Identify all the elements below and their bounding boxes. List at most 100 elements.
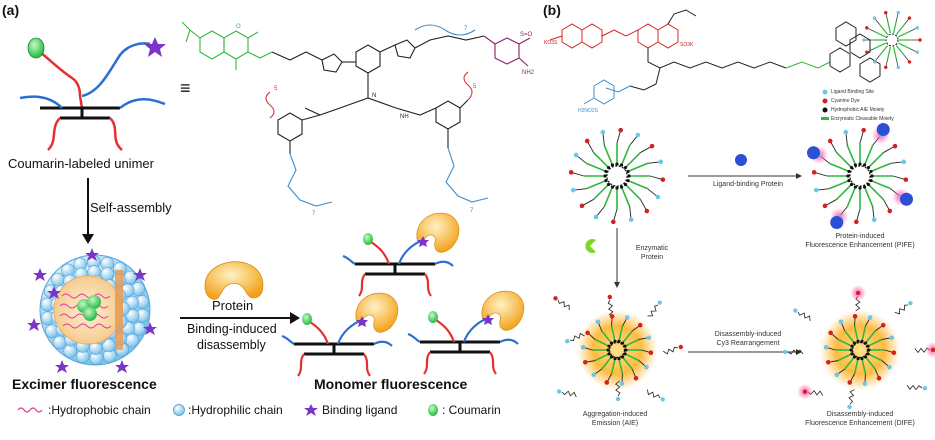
cyanine-dye bbox=[811, 170, 817, 175]
cyanine-dye bbox=[847, 380, 853, 385]
released-chain bbox=[556, 389, 577, 398]
ligand-site bbox=[901, 159, 907, 165]
chem-n7-top: 7 bbox=[464, 26, 468, 32]
chem-o: O bbox=[236, 24, 241, 30]
chem-n: N bbox=[372, 93, 376, 99]
enzyme-icon bbox=[585, 239, 596, 254]
cyanine-dye bbox=[891, 350, 897, 356]
released-unimer-2 bbox=[281, 292, 399, 377]
cyanine-dye bbox=[584, 138, 590, 144]
probe-label-ko3s-2: SO3K bbox=[680, 42, 694, 48]
ligand-site bbox=[591, 372, 597, 378]
cyanine-dye bbox=[568, 170, 574, 175]
released-chain bbox=[662, 344, 684, 355]
ligand-site bbox=[619, 381, 625, 386]
released-chain bbox=[906, 384, 928, 391]
bound-ligand bbox=[482, 314, 494, 325]
process-label-2: disassembly bbox=[197, 338, 266, 352]
ligand-site bbox=[871, 217, 877, 223]
pife-label-1: Protein-induced bbox=[835, 233, 885, 240]
bound-protein bbox=[355, 292, 399, 333]
cyanine-dye bbox=[861, 127, 866, 133]
chem-so2: S=O bbox=[520, 32, 533, 38]
cyanine-dye bbox=[582, 359, 588, 365]
released-chain bbox=[553, 296, 570, 311]
ligand-site bbox=[823, 344, 829, 350]
aie-label-1: Aggregation-induced bbox=[582, 411, 648, 418]
released-chain bbox=[793, 308, 811, 322]
micelle-bottom-right bbox=[820, 310, 900, 390]
legend-star-micelle bbox=[862, 11, 922, 69]
process-label-1: Binding-induced bbox=[187, 322, 277, 336]
pife-label-2: Fluorescence Enhancement (PIFE) bbox=[805, 242, 915, 249]
bound-ligand-protein bbox=[899, 192, 913, 206]
cyanine-dye bbox=[827, 138, 833, 144]
released-chain bbox=[647, 389, 665, 402]
cyanine-dye bbox=[876, 375, 882, 381]
cyanine-dye bbox=[892, 143, 898, 149]
bound-ligand bbox=[417, 236, 429, 247]
dife-label-2: Fluorescence Enhancement (DIFE) bbox=[805, 420, 915, 427]
ligand-site bbox=[889, 335, 895, 341]
cyanine-dye bbox=[604, 380, 610, 385]
unimer-label: Coumarin-labeled unimer bbox=[8, 156, 154, 171]
cyanine-dye bbox=[822, 203, 828, 209]
equiv-symbol: ≡ bbox=[180, 78, 191, 98]
chem-n7-right: 7 bbox=[470, 208, 474, 214]
legend-icons-b bbox=[821, 89, 829, 120]
protein-icon bbox=[204, 261, 264, 300]
legend-hydrophobic: :Hydrophobic chain bbox=[48, 403, 151, 417]
binding-ligand-icon bbox=[304, 404, 318, 416]
coumarin-marker bbox=[428, 311, 438, 323]
legend-b-cleavable: Enzymatic Cleavable Moiety bbox=[831, 116, 894, 122]
panel-a-graphics: 7 NH2 S=O 5 5 7 7 O N NH bbox=[17, 21, 535, 416]
self-assembly-label: Self-assembly bbox=[90, 200, 172, 215]
loose-chains bbox=[553, 285, 935, 410]
micelle-core bbox=[849, 165, 871, 187]
cyanine-dye bbox=[644, 208, 650, 214]
ligand-site bbox=[600, 129, 606, 135]
unimer-schematic bbox=[19, 37, 166, 151]
aie-label-2: Emission (AIE) bbox=[591, 420, 639, 427]
cyanine-dye bbox=[648, 350, 654, 356]
micelle-bottom-left bbox=[577, 310, 657, 390]
ligand-site bbox=[838, 319, 844, 325]
ligand-site bbox=[834, 372, 840, 378]
micelle-core bbox=[606, 165, 628, 187]
chem-n5-right: 5 bbox=[473, 84, 477, 90]
cyanine-dye bbox=[903, 177, 909, 182]
probe-label-ko3s-1: KO3S bbox=[544, 40, 558, 46]
legend-b-aie: Hydrophobic AIE Moiety bbox=[831, 107, 885, 113]
micelle-top-right bbox=[807, 123, 913, 229]
chem-nh2: NH2 bbox=[522, 70, 535, 76]
ligand-site bbox=[593, 214, 599, 220]
enzymatic-label-2: Protein bbox=[640, 254, 664, 261]
bound-protein bbox=[481, 290, 525, 331]
cyanine-dye bbox=[579, 203, 585, 209]
ligand-site bbox=[658, 159, 664, 165]
cyanine-dye bbox=[649, 143, 655, 149]
released-chain bbox=[914, 341, 935, 358]
released-unimers bbox=[281, 212, 525, 377]
cyanine-dye bbox=[637, 322, 643, 328]
micelle-top-left bbox=[568, 127, 666, 225]
cyanine-dye bbox=[660, 177, 666, 182]
legend-icons bbox=[17, 404, 438, 416]
cyanine-dye bbox=[880, 322, 886, 328]
dife-label-1: Disassembly-induced bbox=[826, 411, 894, 418]
coumarin-icon bbox=[428, 404, 438, 416]
legend-binding-ligand: Binding ligand bbox=[322, 403, 398, 417]
ligand-site bbox=[595, 319, 601, 325]
panel-a-label: (a) bbox=[2, 2, 20, 18]
ligand-site bbox=[862, 381, 868, 386]
excimer-label: Excimer fluorescence bbox=[12, 376, 157, 392]
cyanine-dye bbox=[618, 127, 623, 133]
released-chain bbox=[607, 294, 614, 316]
legend-hydrophilic: :Hydrophilic chain bbox=[188, 403, 283, 417]
ligand-site bbox=[813, 187, 819, 193]
hydrophilic-bead bbox=[125, 333, 139, 348]
chem-nh: NH bbox=[400, 114, 409, 120]
chem-n5-left: 5 bbox=[274, 86, 278, 92]
hydrophobic-chain-icon bbox=[17, 407, 43, 413]
monomer-label: Monomer fluorescence bbox=[314, 376, 468, 392]
